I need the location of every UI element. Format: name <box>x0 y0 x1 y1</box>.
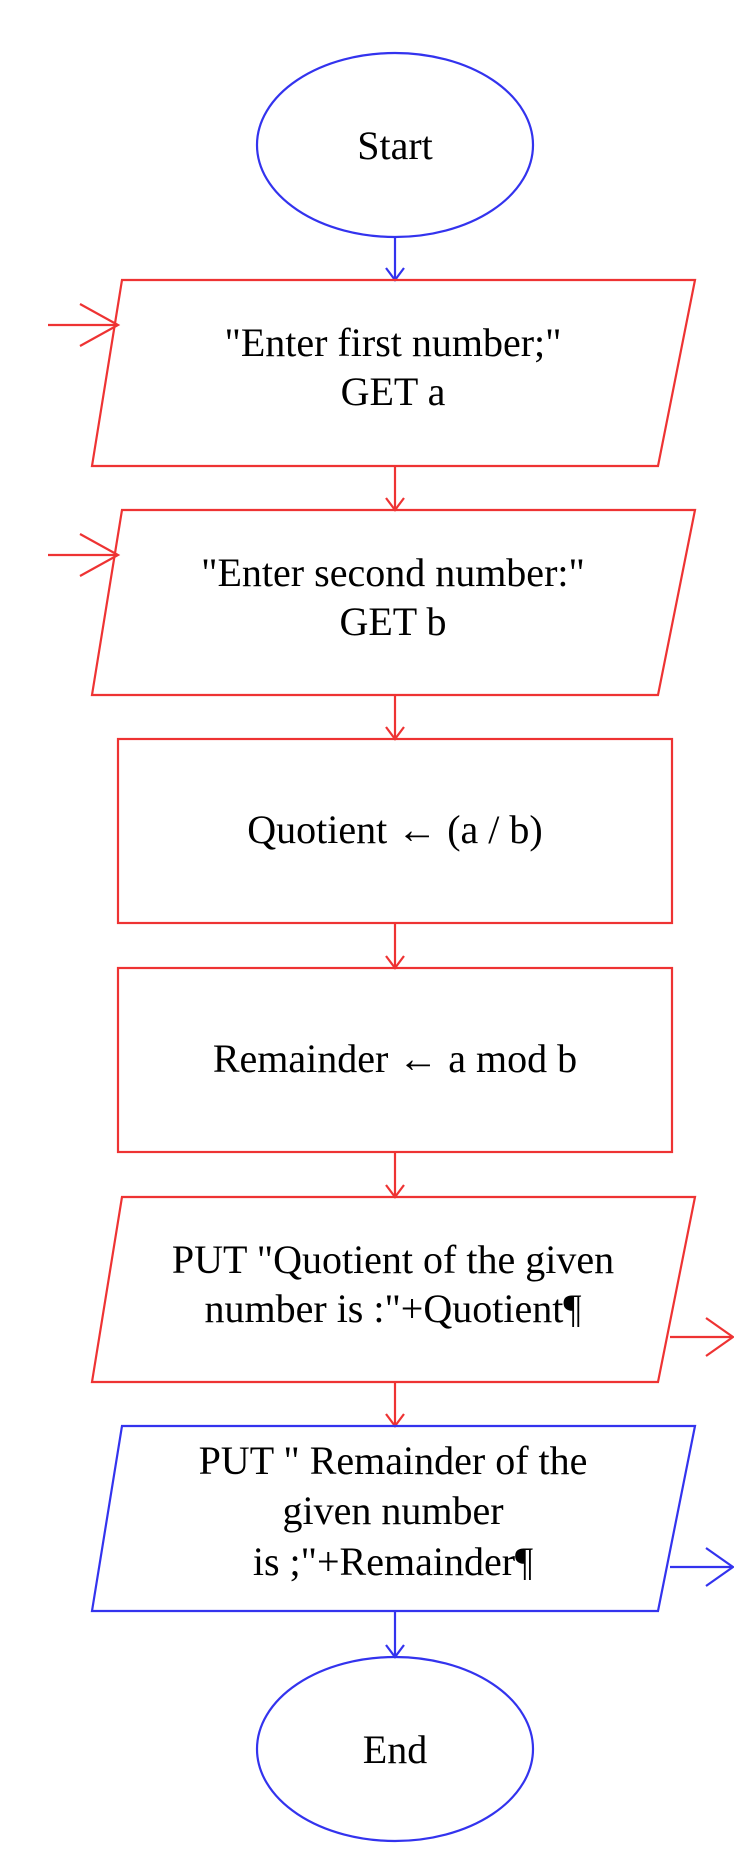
connector-output-quotient-to-output-remainder <box>385 1382 405 1428</box>
output-remainder-line-3: is ;"+Remainder¶ <box>253 1539 533 1584</box>
input-b-line-2: GET b <box>339 599 446 644</box>
output-quotient-node: PUT "Quotient of the given number is :"+… <box>90 1195 697 1384</box>
output-quotient-parallelogram <box>90 1195 697 1384</box>
output-remainder-parallelogram <box>90 1424 697 1613</box>
input-b-parallelogram <box>90 508 697 697</box>
output-remainder-line-2: given number <box>282 1488 503 1533</box>
connector-input-b-to-quotient <box>385 695 405 741</box>
output-remainder-exit-arrow <box>670 1547 734 1587</box>
input-a-node: "Enter first number;" GET a <box>90 278 697 468</box>
input-b-entry-arrow <box>48 533 121 577</box>
input-b-line-1: "Enter second number:" <box>201 550 585 595</box>
connector-remainder-to-output-quotient <box>385 1152 405 1199</box>
connector-input-a-to-input-b <box>385 466 405 512</box>
connector-start-to-input-a <box>385 237 405 282</box>
quotient-label: Quotient ← (a / b) <box>247 807 543 852</box>
input-a-line-2: GET a <box>341 369 446 414</box>
connector-quotient-to-remainder <box>385 923 405 970</box>
remainder-label: Remainder ← a mod b <box>213 1036 577 1081</box>
output-quotient-line-2: number is :"+Quotient¶ <box>205 1286 582 1331</box>
input-b-node: "Enter second number:" GET b <box>90 508 697 697</box>
start-label: Start <box>357 123 433 168</box>
end-node: End <box>255 1655 535 1843</box>
connector-output-remainder-to-end <box>385 1611 405 1659</box>
input-a-parallelogram <box>90 278 697 468</box>
output-quotient-line-1: PUT "Quotient of the given <box>172 1237 614 1282</box>
input-a-entry-arrow <box>48 303 121 347</box>
remainder-node: Remainder ← a mod b <box>116 966 674 1154</box>
start-node: Start <box>255 51 535 239</box>
output-remainder-line-1: PUT " Remainder of the <box>199 1438 588 1483</box>
output-quotient-exit-arrow <box>670 1317 734 1357</box>
output-remainder-node: PUT " Remainder of the given number is ;… <box>90 1424 697 1613</box>
input-a-line-1: "Enter first number;" <box>224 320 561 365</box>
quotient-node: Quotient ← (a / b) <box>116 737 674 925</box>
end-ellipse <box>255 1655 535 1843</box>
end-label: End <box>363 1727 427 1772</box>
